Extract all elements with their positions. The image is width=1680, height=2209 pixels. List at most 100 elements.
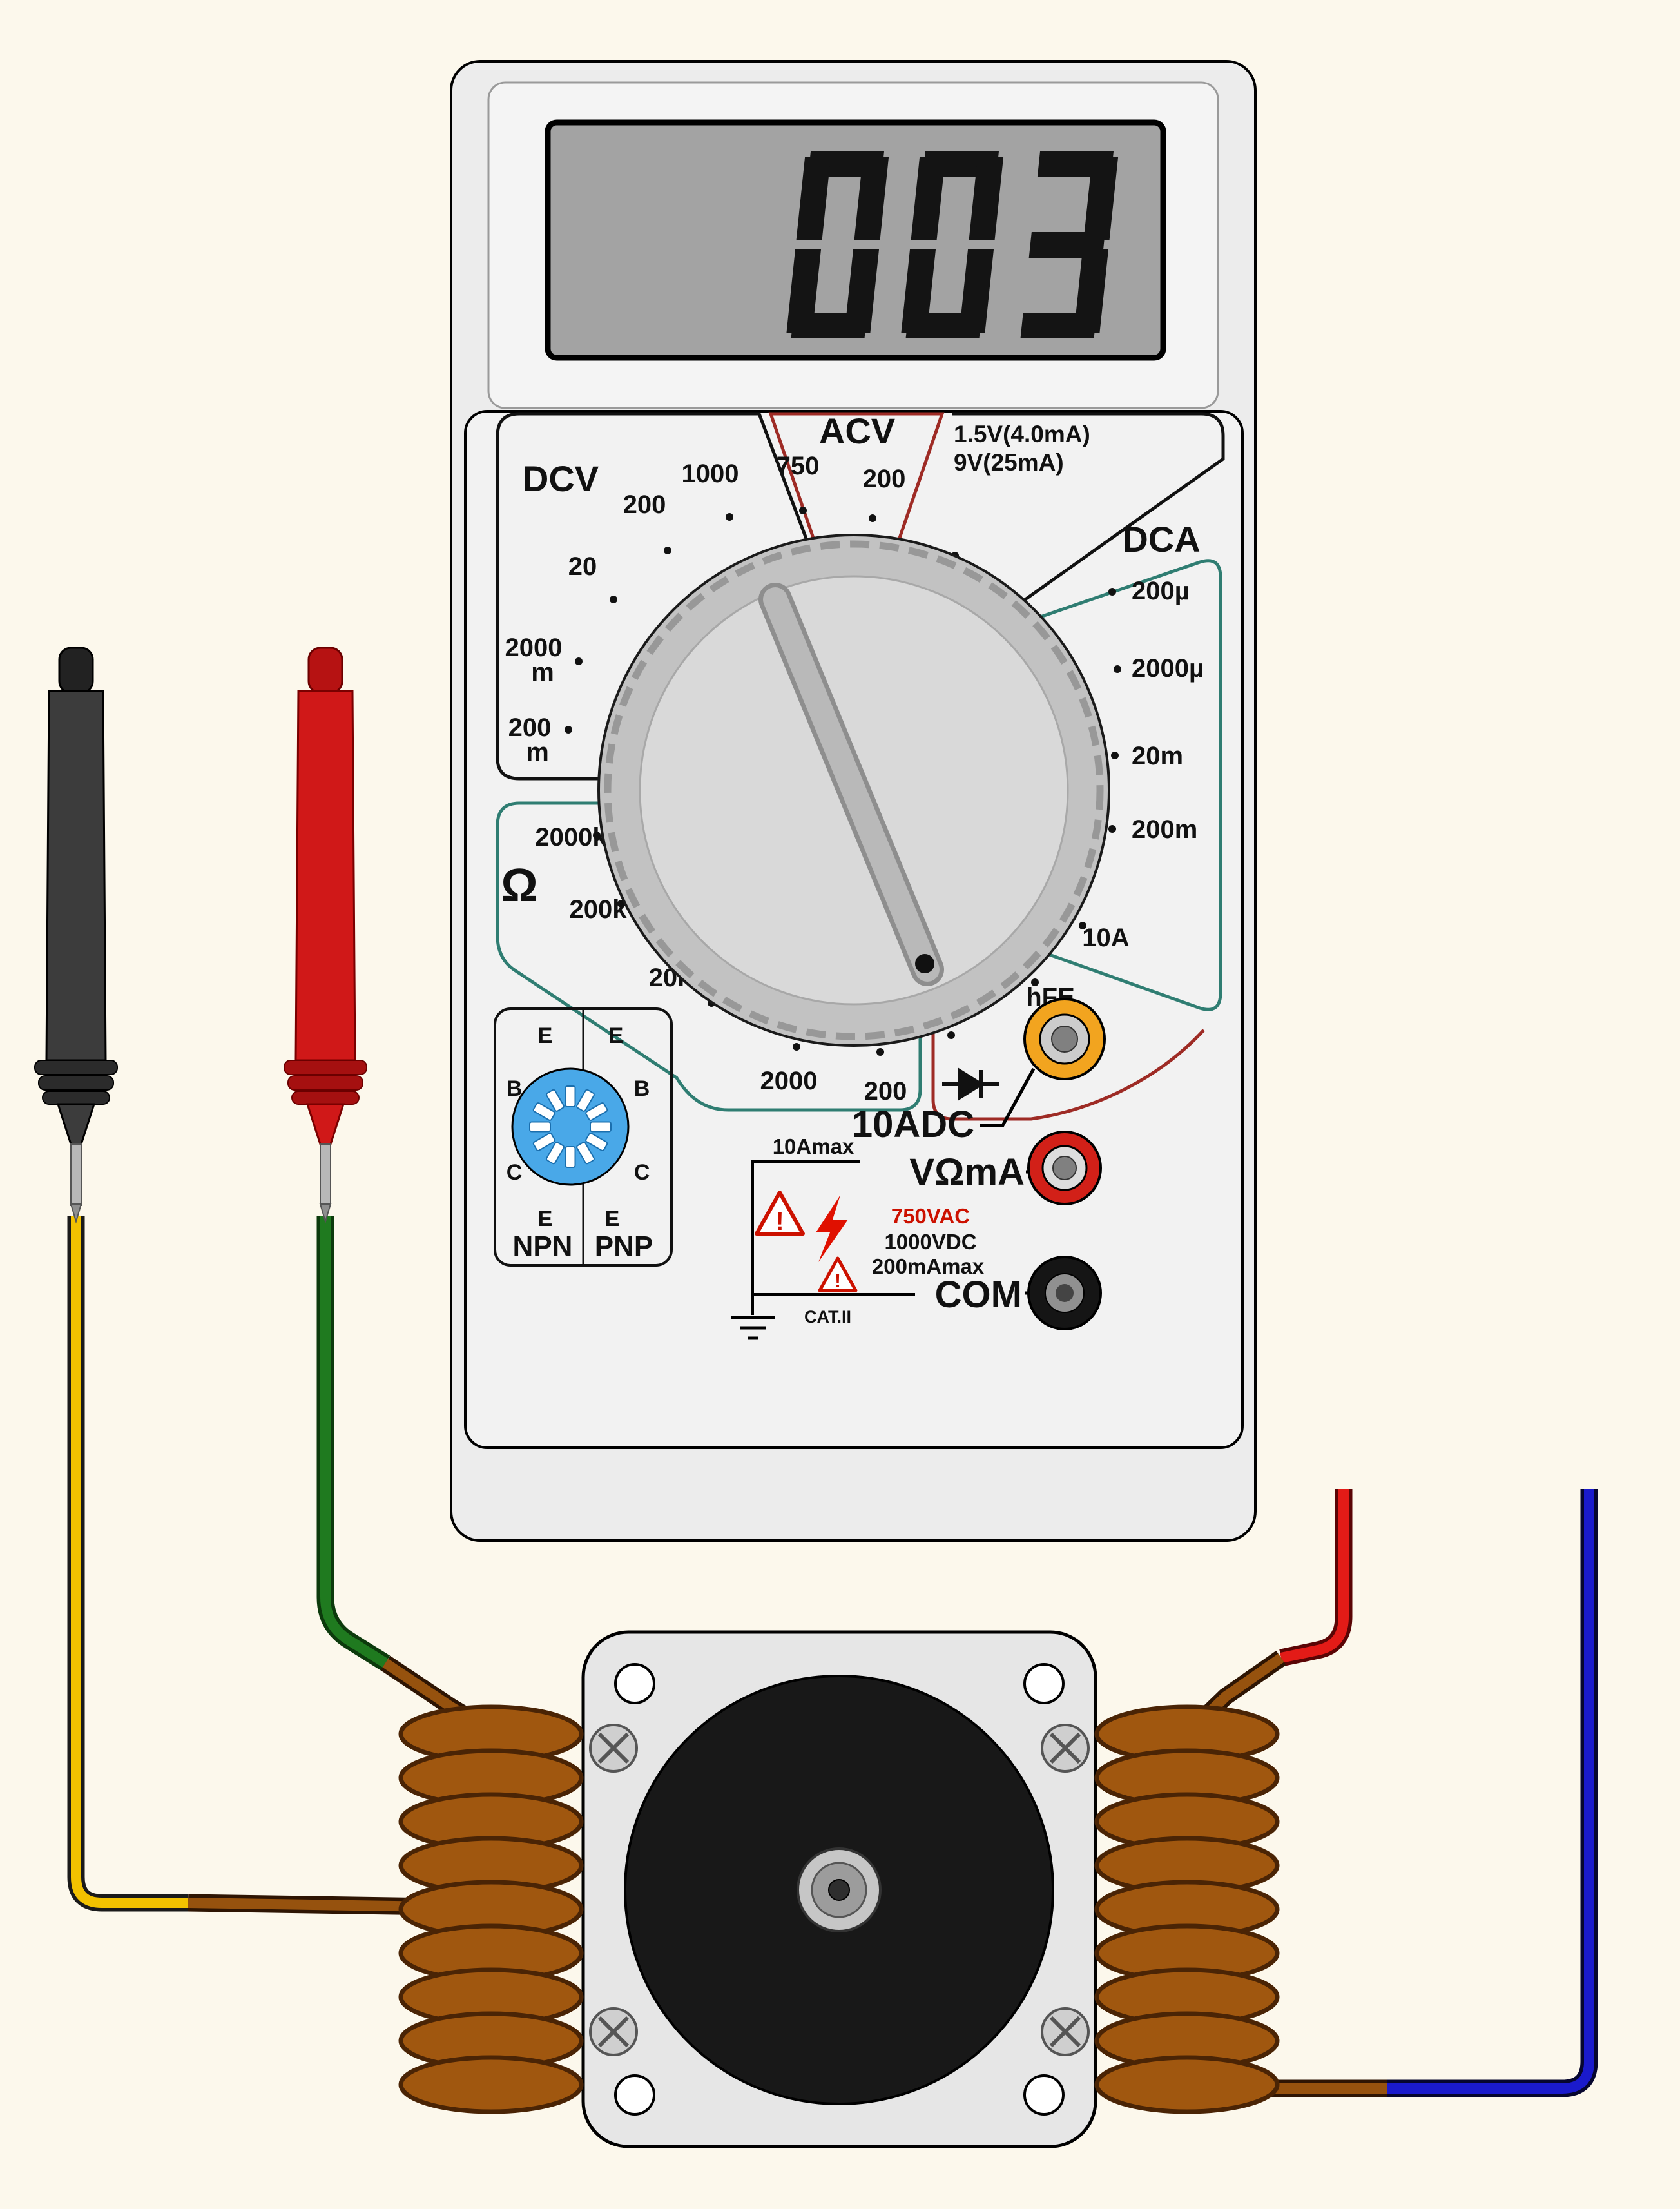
acv-region-outline xyxy=(768,412,945,550)
finger-guard xyxy=(42,1091,110,1105)
warning-bracket-line xyxy=(751,1160,860,1315)
acv-range-200: 200 xyxy=(863,465,906,493)
rating-750vac: 750VAC xyxy=(891,1204,970,1228)
pin-e: E xyxy=(538,1024,553,1048)
green-wire-outline xyxy=(316,1216,391,1671)
ohm-range-2000: 2000 xyxy=(760,1067,818,1095)
jack-com[interactable] xyxy=(1027,1256,1102,1330)
finger-guard xyxy=(287,1075,363,1091)
probe-cone xyxy=(305,1103,345,1145)
yellow-wire xyxy=(71,1216,188,1908)
warnings: 10Amax ! ! 750VAC 1000VDC 200mAmax CAT.I… xyxy=(731,1134,985,1340)
jack-hole xyxy=(1052,1156,1077,1180)
exclamation: ! xyxy=(775,1207,784,1236)
screw-icon xyxy=(589,2007,638,2056)
jack-label-com: COM xyxy=(935,1274,1022,1316)
finger-guard xyxy=(38,1075,114,1091)
probe-red[interactable] xyxy=(284,647,367,1224)
yellow-wire-outline xyxy=(67,1216,188,1912)
pin-e: E xyxy=(538,1207,553,1231)
dcv-label: DCV xyxy=(523,458,599,499)
probe-cap xyxy=(58,647,94,694)
lightning-icon xyxy=(816,1195,848,1262)
finger-guard xyxy=(284,1060,367,1075)
coil-left xyxy=(398,1704,584,2114)
range-10a: 10A xyxy=(1082,924,1129,952)
warning-triangle-icon: ! xyxy=(755,1191,805,1236)
probe-handle xyxy=(294,690,356,1062)
jack-label-vohm: VΩmA xyxy=(909,1151,1025,1193)
dcv-range-200m-suffix: m xyxy=(526,738,549,766)
motor-wires xyxy=(67,1216,1598,2097)
screw-icon xyxy=(1041,1724,1090,1773)
motor-shaft-center xyxy=(828,1879,850,1901)
lcd-digits xyxy=(786,151,1119,338)
probe-shaft xyxy=(320,1143,331,1206)
battery-test-line2: 9V(25mA) xyxy=(954,449,1064,476)
multimeter: DCV 1000 200 20 2000 m 200 m ACV 750 200… xyxy=(450,60,1257,1542)
probe-cone xyxy=(56,1103,96,1145)
blue-wire xyxy=(1387,1489,1594,2094)
finger-guard xyxy=(34,1060,118,1075)
stepper-motor xyxy=(581,1630,1097,2148)
screw-icon xyxy=(1041,2007,1090,2056)
socket-body xyxy=(511,1067,630,1186)
knob-indicator-dot xyxy=(915,954,934,973)
green-wire xyxy=(320,1216,389,1668)
probe-handle xyxy=(45,690,107,1062)
finger-guard xyxy=(291,1091,360,1105)
ohm-range-2000k: 2000k xyxy=(535,823,607,851)
diode-icon xyxy=(942,1067,999,1101)
battery-region-outline xyxy=(952,412,1225,616)
ohm-symbol: Ω xyxy=(501,860,538,911)
pin-b: B xyxy=(507,1076,523,1101)
cat-rating: CAT.II xyxy=(804,1307,851,1327)
max-current-label: 10Amax xyxy=(773,1134,854,1158)
dcv-range-1000: 1000 xyxy=(682,460,739,488)
probe-black[interactable] xyxy=(34,647,118,1224)
range-tick-dots xyxy=(565,507,1121,1056)
ohm-range-200: 200 xyxy=(864,1077,907,1105)
blue-wire-outline xyxy=(1387,1489,1598,2097)
jack-hole xyxy=(1056,1284,1074,1302)
socket-slots xyxy=(529,1085,612,1168)
pin-e: E xyxy=(605,1207,620,1231)
left-coil-bottom-lead xyxy=(188,1898,434,1912)
jack-label-10adc: 10ADC xyxy=(852,1104,974,1145)
coil-right xyxy=(1094,1704,1280,2114)
exclamation: ! xyxy=(835,1270,841,1292)
rating-200ma: 200mAmax xyxy=(872,1254,985,1278)
dca-range-200u: 200µ xyxy=(1132,577,1190,605)
acv-label: ACV xyxy=(819,411,895,451)
probe-tip xyxy=(319,1203,332,1224)
ground-icon xyxy=(731,1316,775,1340)
dcv-region-outline xyxy=(496,412,809,781)
jack-hole xyxy=(1051,1026,1078,1053)
jack-vohm[interactable] xyxy=(1027,1131,1102,1205)
dca-label: DCA xyxy=(1122,519,1200,560)
rotary-knob[interactable] xyxy=(597,534,1110,1047)
npn-label: NPN xyxy=(513,1231,573,1262)
dcv-range-20: 20 xyxy=(568,552,597,581)
pin-b: B xyxy=(634,1076,650,1101)
screw-icon xyxy=(589,1724,638,1773)
mount-hole xyxy=(614,1663,655,1704)
red-wire-outline xyxy=(1279,1489,1353,1667)
pin-e: E xyxy=(609,1024,624,1048)
rating-1000vdc: 1000VDC xyxy=(884,1230,976,1254)
current-region-outline xyxy=(931,1029,1205,1121)
dca-range-2000u: 2000µ xyxy=(1132,654,1204,683)
transistor-socket[interactable] xyxy=(511,1067,630,1186)
acv-range-750: 750 xyxy=(777,452,820,480)
ohm-range-200k: 200k xyxy=(570,895,628,924)
dca-region-outline xyxy=(1030,559,1222,1011)
mount-hole xyxy=(1023,1663,1065,1704)
jack-line-10adc xyxy=(980,1067,1036,1127)
ohm-region-outline xyxy=(496,801,922,1112)
pin-c: C xyxy=(507,1160,523,1185)
dcv-range-200m: 200 xyxy=(508,714,552,742)
dcv-range-200: 200 xyxy=(623,491,666,519)
jack-10a[interactable] xyxy=(1023,998,1106,1080)
